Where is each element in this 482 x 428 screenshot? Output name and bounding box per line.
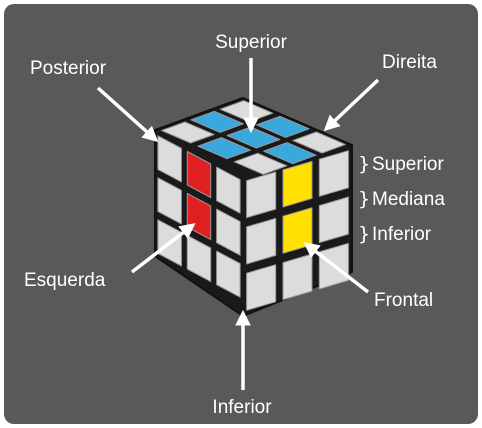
cube-right-face	[246, 150, 349, 311]
sticker-left-0-2	[216, 166, 241, 214]
sticker-top-1-0	[197, 137, 251, 160]
label-frontal: Frontal	[374, 290, 433, 311]
sticker-top-0-0	[161, 121, 215, 144]
cube-top-face	[161, 100, 346, 175]
label-posterior: Posterior	[30, 58, 107, 79]
sticker-right-1-2	[318, 196, 349, 244]
sticker-top-1-2	[256, 115, 310, 138]
sticker-right-1-0	[246, 217, 277, 265]
brace-superior: }	[358, 153, 370, 175]
layer-label-superior: Superior	[372, 154, 444, 175]
sticker-top-2-2	[292, 131, 346, 154]
label-direita: Direita	[382, 52, 437, 73]
arrows	[96, 58, 380, 390]
layer-labels: } Superior } Mediana } Inferior	[358, 153, 445, 245]
brace-mediana: }	[358, 188, 370, 210]
sticker-top-0-2	[219, 100, 274, 123]
layer-label-mediana: Mediana	[372, 189, 445, 210]
arrow-posterior	[96, 86, 159, 143]
label-inferior: Inferior	[212, 397, 272, 418]
cube	[154, 97, 353, 317]
label-superior: Superior	[215, 32, 287, 53]
sticker-top-2-1	[263, 142, 317, 165]
sticker-left-2-1	[186, 234, 212, 283]
arrow-frontal	[303, 242, 370, 294]
brace-inferior: }	[358, 223, 370, 245]
sticker-right-0-0	[246, 171, 277, 219]
sticker-right-0-2	[318, 150, 349, 197]
sticker-right-2-1	[282, 253, 313, 301]
sticker-left-1-2	[216, 208, 241, 256]
arrow-esquerda	[130, 223, 196, 274]
arrow-direita	[323, 78, 380, 132]
sticker-right-0-1	[282, 160, 313, 208]
sticker-left-0-0	[157, 135, 182, 183]
sticker-top-1-1	[226, 126, 281, 149]
label-esquerda: Esquerda	[24, 270, 106, 291]
cube-left-face	[157, 135, 241, 298]
layer-label-inferior: Inferior	[372, 224, 432, 245]
sticker-left-0-1	[186, 150, 212, 199]
labels: Superior Direita Posterior Esquerda Fron…	[24, 32, 437, 418]
sticker-left-2-2	[216, 250, 241, 298]
sticker-right-2-0	[246, 264, 277, 311]
sticker-top-2-0	[233, 152, 288, 175]
